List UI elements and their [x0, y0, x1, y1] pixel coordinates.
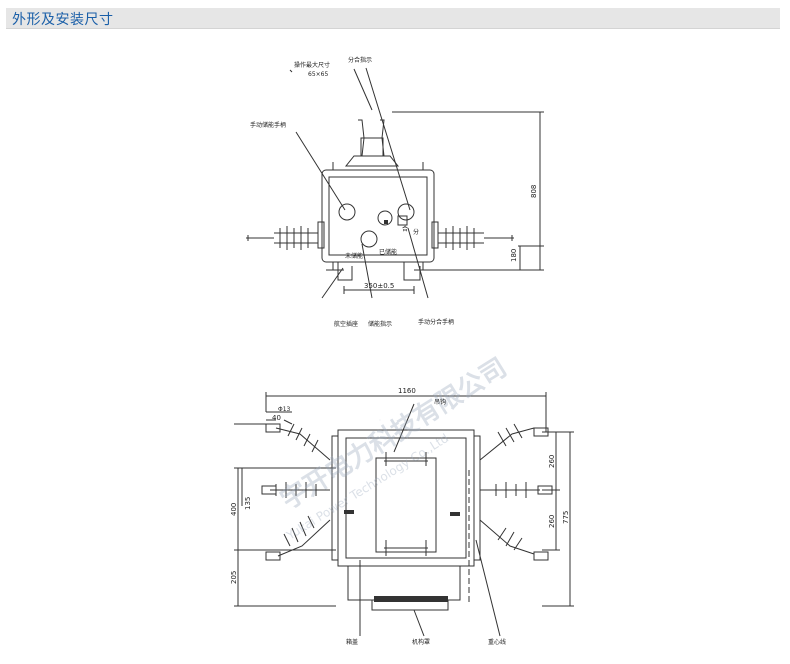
label-hole-dia: Φ13 — [278, 406, 291, 413]
dim-135: 135 — [244, 497, 252, 510]
dim-775: 775 — [562, 511, 570, 524]
dim-205: 205 — [230, 571, 238, 584]
label-he: 合 — [402, 225, 408, 233]
label-charged: 已储能 — [379, 248, 397, 256]
dim-808: 808 — [530, 185, 538, 198]
dim-40: 40 — [272, 414, 281, 422]
dim-400: 400 — [230, 503, 238, 516]
dim-350: 350±0.5 — [364, 282, 394, 290]
dim-1160: 1160 — [398, 387, 416, 395]
label-box-cover: 箱盖 — [346, 638, 358, 646]
label-open-close-indicator: 分合指示 — [348, 56, 372, 64]
label-hook: 吊钩 — [434, 398, 446, 406]
label-aviation-socket: 航空插座 — [334, 320, 358, 328]
label-center-line: 重心线 — [488, 638, 506, 646]
label-fen: 分 — [413, 228, 419, 236]
label-handle-size-value: 65×65 — [308, 71, 328, 78]
label-manual-charge-handle: 手动储能手柄 — [250, 121, 286, 129]
dim-180: 180 — [510, 249, 518, 262]
label-handle-size: 操作最大尺寸 — [294, 61, 330, 69]
label-charge-indicator: 储能指示 — [368, 320, 392, 328]
dim-260a: 260 — [548, 455, 556, 468]
section-title: 外形及安装尺寸 — [12, 12, 114, 28]
watermark-cn: 宇开电力科技有限公司 — [276, 353, 512, 516]
label-mechanism-cover: 机构罩 — [412, 638, 430, 646]
section-header: 外形及安装尺寸 — [6, 8, 780, 29]
dim-260b: 260 — [548, 515, 556, 528]
top-view — [246, 67, 544, 299]
label-uncharged: 未储能 — [345, 252, 363, 260]
label-manual-open-close-handle: 手动分合手柄 — [418, 318, 454, 326]
